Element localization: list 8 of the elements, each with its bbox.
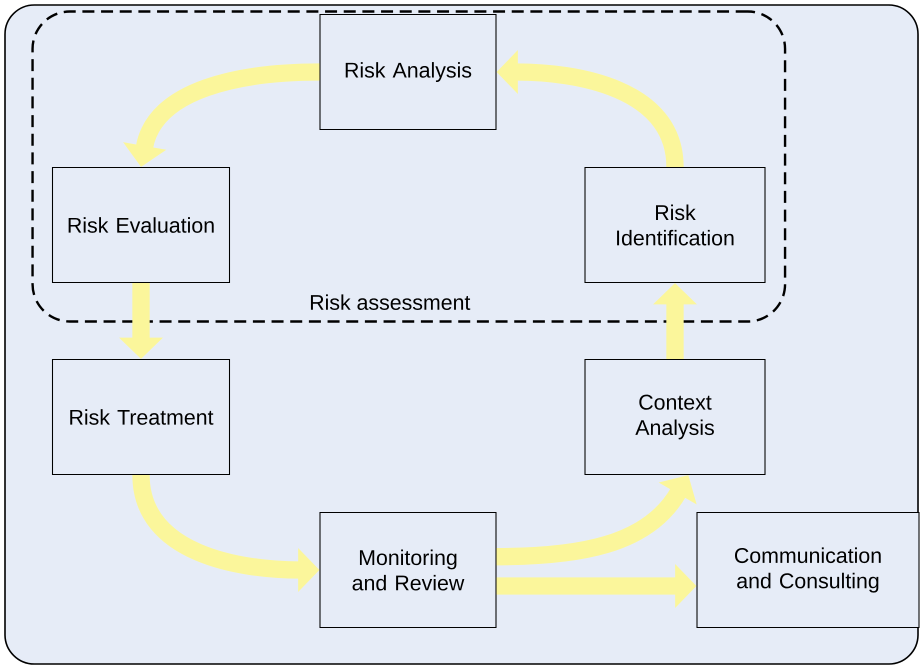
process-box: Risk Identification xyxy=(584,166,766,284)
process-box: Communication and Consulting xyxy=(696,512,920,628)
process-box: Risk Treatment xyxy=(52,358,230,476)
process-box: Risk Analysis xyxy=(319,14,497,130)
process-box: Context Analysis xyxy=(584,358,766,476)
process-box: Monitoring and Review xyxy=(319,512,497,628)
process-box: Risk Evaluation xyxy=(52,166,230,284)
region-label: Risk assessment xyxy=(310,294,470,310)
